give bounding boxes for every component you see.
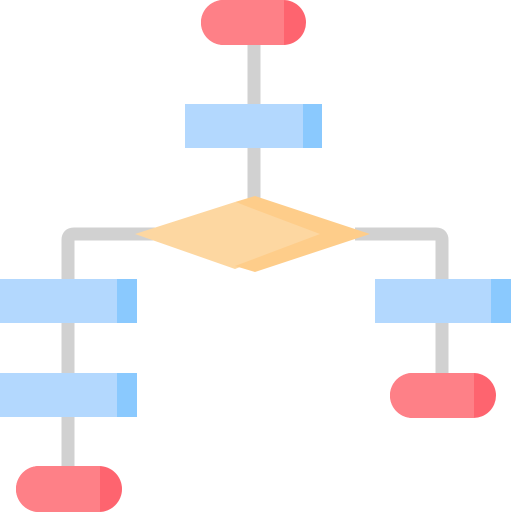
process-box-left-1 — [0, 279, 137, 323]
terminal-end-left — [16, 466, 122, 512]
decision-diamond — [135, 196, 370, 272]
terminal-start — [201, 0, 306, 45]
connectors — [61, 42, 449, 468]
process-box-1 — [185, 104, 322, 148]
connector-decision-to-left-branch — [61, 227, 155, 280]
connector-decision-to-right-branch — [355, 227, 449, 280]
terminal-end-right — [390, 373, 496, 418]
process-box-right-1 — [375, 279, 511, 323]
process-box-left-2 — [0, 373, 137, 417]
